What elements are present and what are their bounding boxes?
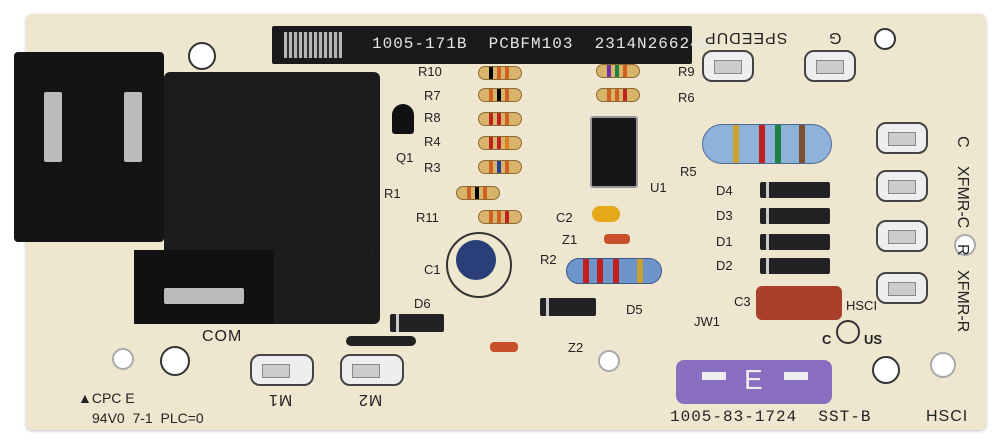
relay-terminal bbox=[164, 288, 244, 304]
mount-hole bbox=[188, 42, 216, 70]
label-z1: Z1 bbox=[562, 232, 578, 247]
label-d3: D3 bbox=[716, 208, 733, 223]
label-r2: R2 bbox=[540, 252, 557, 267]
mount-hole bbox=[930, 352, 956, 378]
ul-logo-icon bbox=[836, 320, 860, 344]
label-r5: R5 bbox=[680, 164, 697, 179]
wire-jumper bbox=[346, 336, 416, 346]
label-d2: D2 bbox=[716, 258, 733, 273]
resistor bbox=[478, 112, 522, 126]
terminal-label-r: R bbox=[954, 244, 971, 256]
board-part-marking: 1005-83-1724 SST-B bbox=[670, 408, 872, 426]
terminal-label-g: G bbox=[828, 29, 842, 46]
resistor bbox=[478, 210, 522, 224]
board-marking-line2: 94V0 7-1 PLC=0 bbox=[92, 410, 204, 426]
terminal-label-com: COM bbox=[202, 328, 243, 345]
label-z2: Z2 bbox=[568, 340, 584, 355]
part-label-strip: 1005-171B PCBFM103 2314N266240 bbox=[272, 26, 710, 64]
mount-hole bbox=[954, 234, 976, 256]
terminal-label-xfmr-r: XFMR-R bbox=[954, 270, 971, 333]
capacitor-c3 bbox=[756, 286, 842, 320]
ul-mark: US bbox=[864, 332, 883, 347]
board-marking-line1: ▲CPC E bbox=[78, 390, 135, 406]
label-u1: U1 bbox=[650, 180, 667, 195]
terminal-m2[interactable] bbox=[340, 354, 404, 386]
terminal-label-m1: M1 bbox=[268, 391, 293, 408]
mount-hole bbox=[160, 346, 190, 376]
terminal-label-m2: M2 bbox=[358, 391, 383, 408]
mount-hole bbox=[872, 356, 900, 384]
ic-u1 bbox=[590, 116, 638, 188]
resistor bbox=[478, 88, 522, 102]
relay-terminal bbox=[44, 92, 62, 162]
resistor bbox=[478, 160, 522, 174]
label-r9: R9 bbox=[678, 64, 695, 79]
label-d4: D4 bbox=[716, 183, 733, 198]
resistor bbox=[478, 136, 522, 150]
mount-hole bbox=[874, 28, 896, 50]
zener-z1 bbox=[604, 234, 630, 244]
label-d6: D6 bbox=[414, 296, 431, 311]
resistor bbox=[456, 186, 500, 200]
capacitor-c2 bbox=[592, 206, 620, 222]
label-r1: R1 bbox=[384, 186, 401, 201]
terminal-m1[interactable] bbox=[250, 354, 314, 386]
label-c3: C3 bbox=[734, 294, 751, 309]
label-r8: R8 bbox=[424, 110, 441, 125]
label-c1: C1 bbox=[424, 262, 441, 277]
terminal-label-c: C bbox=[954, 136, 971, 148]
diode-d2 bbox=[760, 258, 830, 274]
label-r3: R3 bbox=[424, 160, 441, 175]
terminal-xfmr-c[interactable] bbox=[876, 170, 928, 202]
terminal-label-xfmr-c: XFMR-C bbox=[954, 166, 971, 229]
zener-z2 bbox=[490, 342, 518, 352]
mount-hole bbox=[112, 348, 134, 370]
resistor-r2 bbox=[566, 258, 662, 284]
label-r11: R11 bbox=[416, 210, 439, 225]
fuse: E bbox=[676, 360, 832, 404]
label-d1: D1 bbox=[716, 234, 733, 249]
label-hsci-top: HSCI bbox=[846, 298, 878, 313]
relay-terminal bbox=[124, 92, 142, 162]
label-r10: R10 bbox=[418, 64, 442, 79]
terminal-g[interactable] bbox=[804, 50, 856, 82]
terminal-label-speedup: SPEEDUP bbox=[704, 29, 788, 46]
terminal-xfmr-r[interactable] bbox=[876, 272, 928, 304]
resistor-r5 bbox=[702, 124, 832, 164]
label-r7: R7 bbox=[424, 88, 441, 103]
label-d5: D5 bbox=[626, 302, 643, 317]
relay-label: K1 bbox=[360, 246, 376, 261]
resistor bbox=[478, 66, 522, 80]
label-r4: R4 bbox=[424, 134, 441, 149]
terminal-c[interactable] bbox=[876, 122, 928, 154]
label-q1: Q1 bbox=[396, 150, 414, 165]
label-c2: C2 bbox=[556, 210, 573, 225]
transistor-q1 bbox=[392, 104, 414, 134]
resistor bbox=[596, 64, 640, 78]
terminal-speedup[interactable] bbox=[702, 50, 754, 82]
label-r6: R6 bbox=[678, 90, 695, 105]
ul-prefix: C bbox=[822, 332, 832, 347]
diode-d5 bbox=[540, 298, 596, 316]
terminal-label-hsci: HSCI bbox=[926, 408, 969, 425]
terminal-r[interactable] bbox=[876, 220, 928, 252]
fuse-label: E bbox=[744, 364, 763, 395]
label-jw1: JW1 bbox=[694, 314, 720, 329]
capacitor-c1-body bbox=[456, 240, 496, 280]
qr-code-icon bbox=[284, 32, 342, 58]
relay-k1: K1 bbox=[14, 52, 380, 324]
diode-d3 bbox=[760, 208, 830, 224]
diode-d4 bbox=[760, 182, 830, 198]
diode-d6 bbox=[390, 314, 444, 332]
part-number-text: 1005-171B PCBFM103 2314N266240 bbox=[372, 35, 712, 53]
mount-hole bbox=[598, 350, 620, 372]
diode-d1 bbox=[760, 234, 830, 250]
resistor bbox=[596, 88, 640, 102]
capacitor-c1 bbox=[446, 232, 512, 298]
